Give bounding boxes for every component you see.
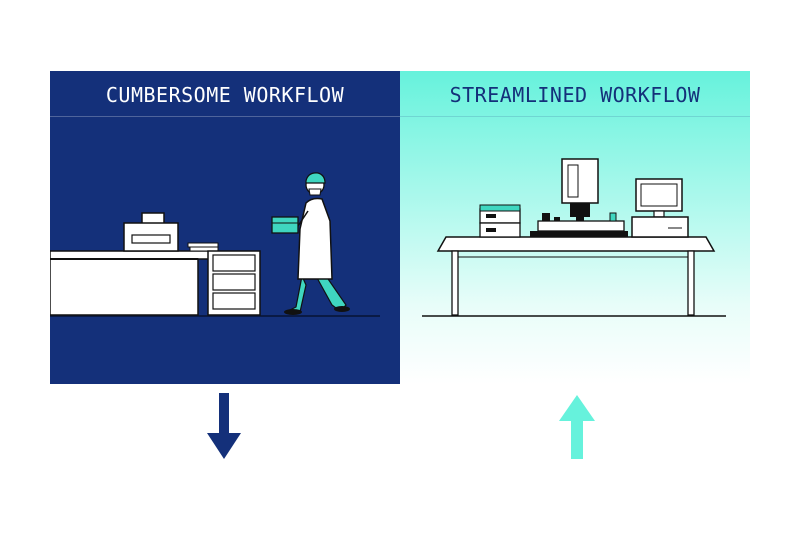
lab-bench-icon — [50, 250, 211, 316]
title-divider — [50, 116, 400, 117]
title-divider — [400, 116, 750, 117]
streamlined-workflow-title: STREAMLINED WORKFLOW — [449, 83, 701, 107]
arrow-down-icon — [207, 393, 241, 459]
cumbersome-workflow-title: CUMBERSOME WORKFLOW — [105, 83, 345, 107]
arrow-up-icon — [559, 395, 595, 459]
printer-icon — [123, 212, 179, 252]
computer-monitor-icon — [631, 178, 689, 238]
streamlined-lab-scene — [422, 158, 726, 317]
scientist-walking-icon — [271, 172, 350, 315]
lab-table-icon — [436, 236, 716, 316]
stacked-instrument-icon — [479, 204, 521, 238]
cumbersome-lab-scene — [50, 172, 380, 317]
analyzer-instrument-icon — [530, 158, 628, 237]
paper-stack-icon — [187, 242, 219, 252]
drawer-cabinet-icon — [207, 250, 261, 316]
streamlined-workflow-panel: STREAMLINED WORKFLOW — [400, 71, 750, 384]
cumbersome-workflow-panel: CUMBERSOME WORKFLOW — [50, 71, 400, 384]
